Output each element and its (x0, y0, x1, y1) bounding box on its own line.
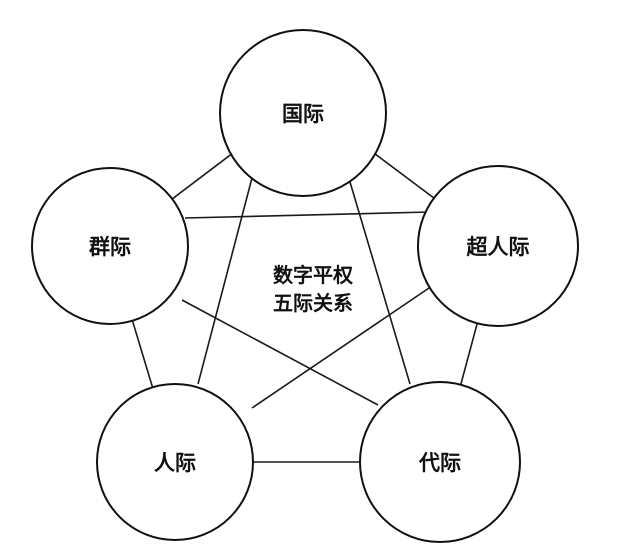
center-title-line2: 五际关系 (273, 291, 353, 315)
star-edges (181, 177, 433, 409)
node-bottom-left-label: 人际 (154, 451, 196, 475)
node-bottom-right-label: 代际 (418, 451, 461, 475)
node-right: 超人际 (417, 165, 579, 327)
edge-top-bottomright (349, 181, 411, 385)
node-top-label: 国际 (282, 102, 324, 126)
node-left-circle (31, 167, 189, 325)
node-top-circle (219, 29, 387, 197)
node-bottom-right-circle (359, 381, 521, 543)
edge-left-right (184, 211, 431, 219)
node-bottom-right: 代际 (359, 381, 521, 543)
center-title: 数字平权 五际关系 (273, 263, 354, 315)
edge-left-bottomright (181, 299, 379, 406)
node-left: 群际 (31, 167, 189, 325)
node-bottom-left: 人际 (96, 383, 254, 541)
node-right-circle (417, 165, 579, 327)
node-right-label: 超人际 (467, 235, 530, 259)
node-top: 国际 (219, 29, 387, 197)
node-bottom-left-circle (96, 383, 254, 541)
edge-top-bottomleft (197, 177, 253, 385)
node-left-label: 群际 (89, 235, 131, 259)
center-title-line1: 数字平权 (273, 263, 354, 287)
edge-right-bottomleft (251, 285, 433, 409)
